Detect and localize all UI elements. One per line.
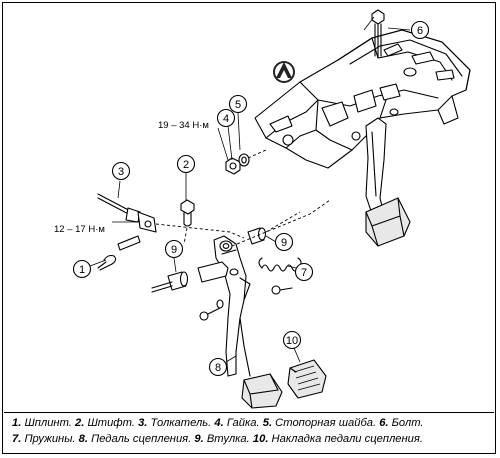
callout-9-right: 9: [274, 232, 294, 252]
callout-8: 8: [208, 357, 228, 377]
caption-text: Стопорная шайба.: [272, 417, 380, 429]
cotter-pin-1-part: [97, 254, 117, 271]
svg-text:9: 9: [281, 237, 287, 249]
svg-text:1: 1: [79, 264, 85, 276]
caption-text: Педаль сцепления.: [88, 433, 195, 445]
caption-text: Втулка.: [203, 433, 253, 445]
callout-3: 3: [111, 161, 131, 181]
pushrod-axis-dashed: [155, 223, 245, 239]
pedal-pad-10-part: [287, 359, 327, 399]
caption-line-1: 1. Шплинт. 2. Штифт. 3. Толкатель. 4. Га…: [12, 415, 488, 431]
caption-num: 7.: [12, 433, 22, 445]
callout-7: 7: [294, 262, 314, 282]
brake-pedal: [365, 117, 411, 247]
callout-5: 5: [228, 94, 248, 114]
caption-num: 2.: [75, 417, 85, 429]
caption-text: Штифт.: [84, 417, 139, 429]
pushrod-3-part: [97, 193, 157, 233]
pivot-axis-dashed: [231, 199, 331, 247]
torque-label-pushrod: 12 – 17 Н·м: [54, 224, 105, 235]
pedal-bracket: [254, 29, 471, 169]
clutch-pedal-exploded-diagram: 6 5 4 3 2 1 9 9 7 8 10 19 – 34 Н·м 12 –: [54, 9, 471, 409]
pin-2-part: [180, 199, 195, 227]
brand-logo: [273, 61, 295, 83]
caption-num: 3.: [138, 417, 148, 429]
caption-text: Шплинт.: [21, 417, 76, 429]
callout-2: 2: [176, 154, 196, 174]
stop-bolt-part: [271, 285, 293, 295]
caption-num: 8.: [78, 433, 88, 445]
callout-1: 1: [72, 259, 92, 279]
caption-num: 1.: [12, 417, 22, 429]
svg-text:8: 8: [215, 362, 221, 374]
nut-axis-dashed: [247, 149, 267, 159]
bushing-9-part: [151, 271, 189, 293]
callout-10: 10: [282, 330, 302, 350]
svg-text:9: 9: [171, 244, 177, 256]
bushing-axis-dashed: [265, 211, 301, 233]
washer-5-part: [238, 153, 250, 167]
caption-text: Болт.: [388, 417, 424, 429]
caption-text: Толкатель.: [147, 417, 215, 429]
callout-4: 4: [216, 108, 236, 128]
figure-caption: 1. Шплинт. 2. Штифт. 3. Толкатель. 4. Га…: [4, 412, 494, 452]
caption-num: 6.: [379, 417, 389, 429]
caption-num: 4.: [214, 417, 224, 429]
caption-num: 10.: [252, 433, 269, 445]
callout-6: 6: [410, 20, 430, 40]
clutch-pedal-8-part: [197, 235, 283, 409]
leader-lines: [89, 16, 411, 363]
svg-text:7: 7: [301, 267, 307, 279]
clevis-pin-part: [117, 235, 141, 251]
caption-text: Накладка педали сцепления.: [268, 433, 423, 445]
bolt-6-part: [371, 9, 385, 59]
caption-text: Гайка.: [223, 417, 263, 429]
svg-text:4: 4: [223, 113, 229, 125]
svg-text:6: 6: [417, 25, 423, 37]
caption-text: Пружины.: [21, 433, 79, 445]
bushing-9-right-part: [247, 227, 267, 245]
caption-line-2: 7. Пружины. 8. Педаль сцепления. 9. Втул…: [12, 431, 488, 447]
nut-4-part: [225, 157, 241, 175]
callout-9-left: 9: [164, 239, 184, 259]
svg-text:10: 10: [286, 335, 298, 347]
caption-num: 5.: [262, 417, 273, 429]
svg-text:2: 2: [183, 159, 189, 171]
caption-num: 9.: [194, 433, 204, 445]
pin-axis-dashed: [183, 227, 188, 245]
torque-label-nut: 19 – 34 Н·м: [158, 120, 209, 131]
spring-7-part: [258, 257, 302, 272]
svg-text:3: 3: [118, 166, 124, 178]
svg-text:5: 5: [235, 99, 241, 111]
lower-bolt-part: [199, 299, 224, 321]
